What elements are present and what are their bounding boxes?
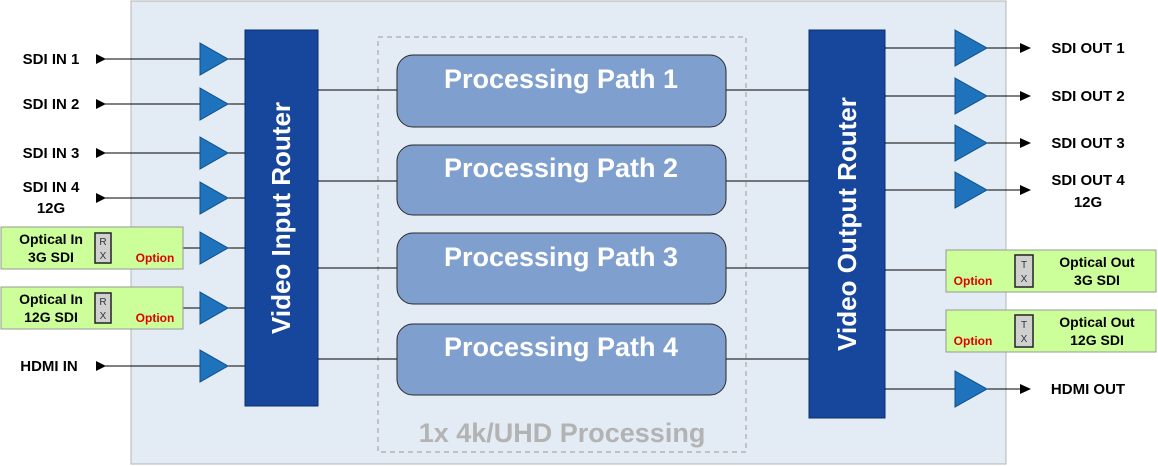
tx-module-icon [1014,254,1034,288]
label-sdi-in-2: SDI IN 2 [23,96,80,113]
video-input-router-label: Video Input Router [266,102,296,334]
rx-x-letter: X [100,311,107,322]
arrow-hdmi-in-icon [96,361,106,371]
input-buffers [199,42,230,383]
arrow-sdi-in-1-icon [96,54,106,64]
processing-area [377,36,747,453]
optical-out-3g-line1: Optical Out [1059,254,1135,270]
label-sdi-in-3: SDI IN 3 [23,145,80,162]
processing-path-2: Processing Path 2 [396,144,727,216]
input-wires [96,58,245,367]
processing-path-1: Processing Path 1 [396,54,727,128]
video-output-router [808,29,886,419]
input-arrowheads [96,54,106,371]
optical-out-12g-box: Option T X Optical Out 12G SDI [945,309,1157,353]
buffer-out-hdmi-icon [954,370,989,408]
rx-r-letter: R [99,237,106,248]
option-label-in-1: Option [136,251,175,265]
buffer-in-optical-2-icon [199,291,230,325]
optical-out-12g-line2: 12G SDI [1070,332,1124,348]
processing-path-1-label: Processing Path 1 [444,64,678,94]
output-buffers [954,29,989,408]
buffer-in-3-icon [199,136,230,170]
processing-path-4-label: Processing Path 4 [444,332,678,362]
optical-out-3g-box: Option T X Optical Out 3G SDI [945,249,1157,293]
label-hdmi-out: HDMI OUT [1051,381,1125,398]
optical-in-12g-line1: Optical In [19,291,83,307]
label-sdi-in-1: SDI IN 1 [23,51,80,68]
processing-path-4: Processing Path 4 [396,323,727,396]
buffer-in-optical-1-icon [199,231,230,265]
buffer-in-4-icon [199,181,230,215]
rx-module-icon [94,232,112,264]
path-wires [318,89,809,360]
arrow-sdi-out-3-icon [1020,138,1031,148]
label-sdi-out-4: SDI OUT 4 [1051,172,1125,189]
label-hdmi-in: HDMI IN [20,358,78,375]
arrow-sdi-in-3-icon [96,148,106,158]
label-sdi-out-3: SDI OUT 3 [1051,135,1124,152]
arrow-sdi-out-1-icon [1020,43,1031,53]
buffer-in-hdmi-icon [199,349,230,383]
label-sdi-out-1: SDI OUT 1 [1051,40,1124,57]
processing-caption: 1x 4k/UHD Processing [419,418,706,448]
option-label-out-1: Option [954,274,993,288]
optical-in-12g-line2: 12G SDI [24,309,78,325]
option-label-in-2: Option [136,311,175,325]
tx-x-letter: X [1021,334,1028,345]
buffer-out-4-icon [954,171,989,209]
tx-x-letter: X [1021,274,1028,285]
optical-out-3g-line2: 3G SDI [1074,272,1120,288]
rx-module-icon [94,292,112,324]
label-sdi-out-2: SDI OUT 2 [1051,88,1124,105]
tx-t-letter: T [1021,320,1027,331]
rx-r-letter: R [99,297,106,308]
output-arrowheads [1020,43,1031,394]
buffer-in-2-icon [199,87,230,121]
optical-out-12g-line1: Optical Out [1059,314,1135,330]
buffer-out-3-icon [954,124,989,162]
processing-path-3-label: Processing Path 3 [444,242,678,272]
arrow-sdi-in-4-icon [96,193,106,203]
video-input-router [244,29,319,407]
arrow-sdi-in-2-icon [96,99,106,109]
optical-in-3g-line1: Optical In [19,231,83,247]
arrow-hdmi-out-icon [1020,384,1031,394]
buffer-out-1-icon [954,29,989,67]
label-sdi-out-4-12g: 12G [1074,194,1102,211]
label-sdi-in-4-12g: 12G [37,200,65,217]
processing-path-3: Processing Path 3 [396,232,727,305]
optical-in-3g-box: Optical In 3G SDI R X Option [0,226,184,270]
optical-in-3g-line2: 3G SDI [28,249,74,265]
output-wires [885,47,1022,390]
arrow-sdi-out-4-icon [1020,185,1031,195]
arrow-sdi-out-2-icon [1020,91,1031,101]
buffer-out-2-icon [954,77,989,115]
optical-in-12g-box: Optical In 12G SDI R X Option [0,286,184,330]
tx-t-letter: T [1021,260,1027,271]
rx-x-letter: X [100,251,107,262]
buffer-in-1-icon [199,42,230,76]
option-label-out-2: Option [954,334,993,348]
video-output-router-label: Video Output Router [832,97,862,351]
label-sdi-in-4: SDI IN 4 [23,179,80,196]
tx-module-icon [1014,314,1034,348]
processing-path-2-label: Processing Path 2 [444,153,678,183]
